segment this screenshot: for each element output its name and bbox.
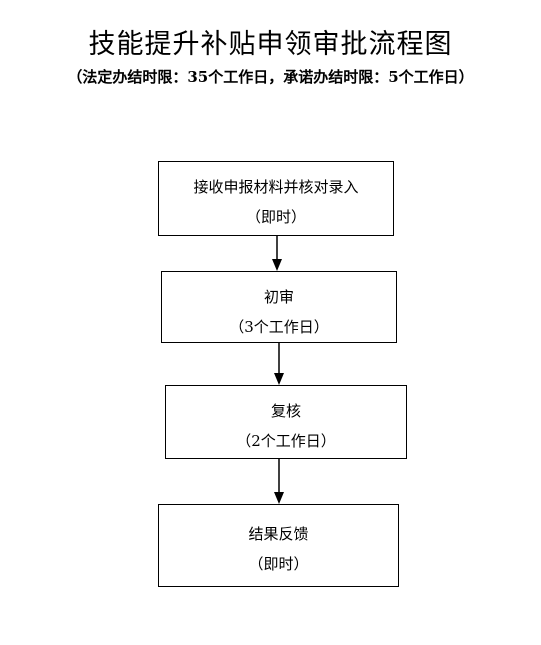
- step-box-recheck: 复核 （2个工作日）: [165, 385, 407, 459]
- step-box-receive: 接收申报材料并核对录入 （即时）: [158, 161, 394, 236]
- step-time: （2个工作日）: [236, 432, 336, 450]
- step-time: （3个工作日）: [229, 318, 329, 336]
- step-box-initial-review: 初审 （3个工作日）: [161, 271, 397, 343]
- step-box-result-feedback: 结果反馈 （即时）: [158, 504, 399, 587]
- step-name: 初审: [263, 288, 294, 306]
- step-name: 接收申报材料并核对录入: [193, 178, 359, 196]
- arrow-2: [274, 343, 284, 385]
- arrow-1: [272, 236, 282, 271]
- step-time: （即时）: [248, 555, 309, 573]
- step-name: 复核: [270, 402, 301, 420]
- arrow-3: [274, 459, 284, 504]
- step-name: 结果反馈: [248, 525, 309, 543]
- page-title: 技能提升补贴申领审批流程图: [88, 29, 453, 60]
- time-limit-subtitle: （法定办结时限：35个工作日，承诺办结时限：5个工作日）: [67, 68, 474, 86]
- step-time: （即时）: [245, 208, 306, 226]
